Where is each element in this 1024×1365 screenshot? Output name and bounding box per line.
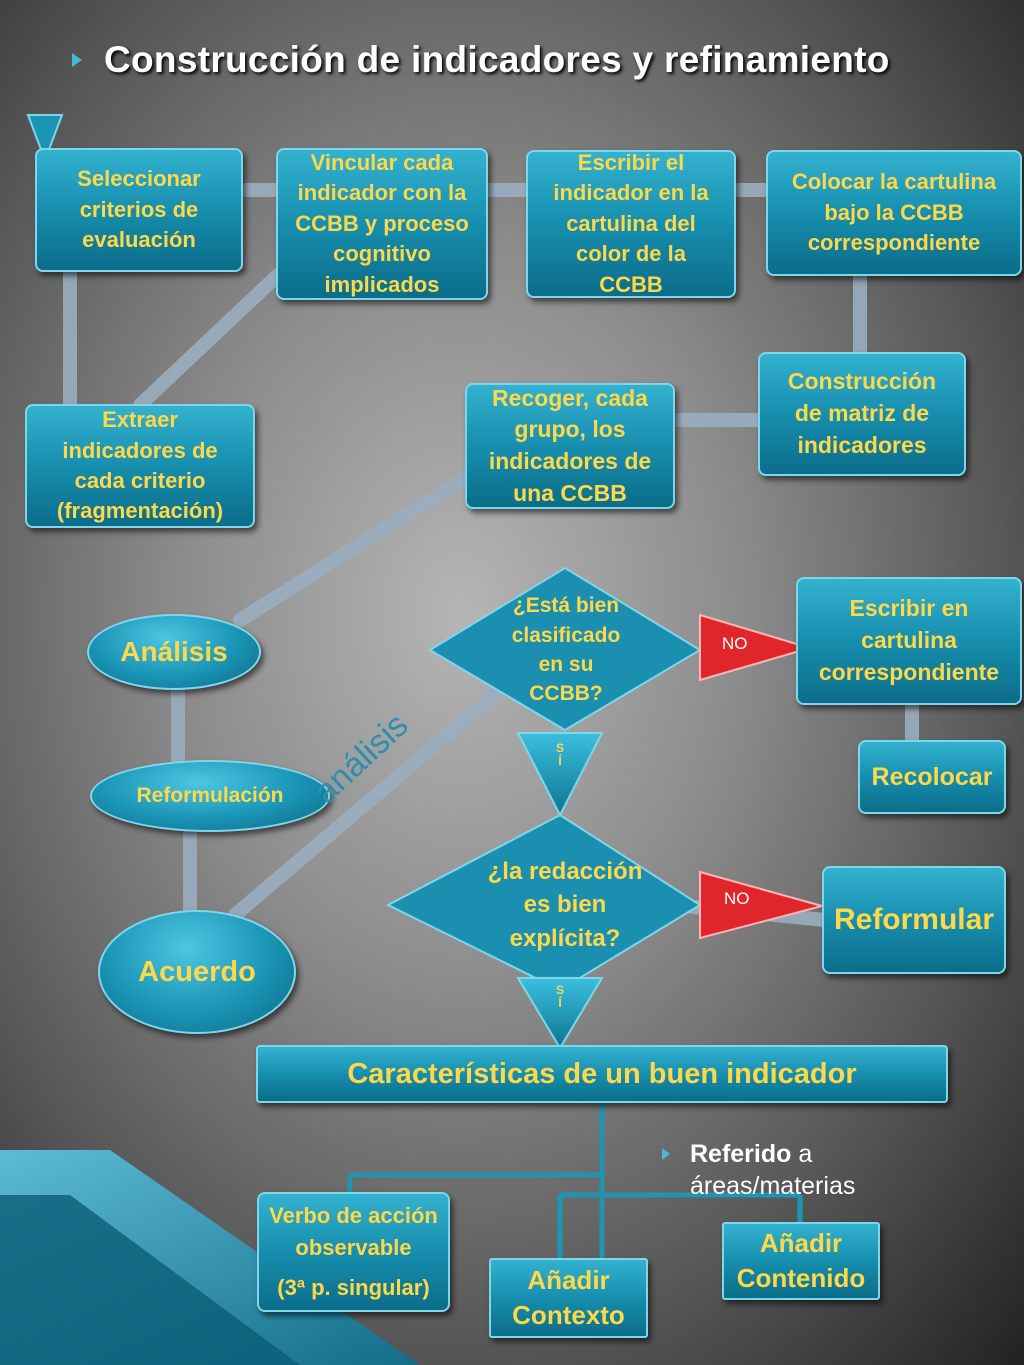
no-label-2: NO [724,889,750,908]
oval-reformulacion-label: Reformulación [136,784,284,807]
box-anadir-contexto: Añadir Contexto [489,1258,648,1338]
top-triangle-marker [26,114,64,163]
box-colocar-cartulina: Colocar la cartulina bajo la CCBB corres… [766,150,1022,276]
box-contexto-label: Añadir Contexto [512,1264,625,1330]
box-escribir-cartulina-label: Escribir en cartulina correspondiente [818,595,1000,685]
tree-connectors [347,1103,803,1258]
box-colocar-label: Colocar la cartulina bajo la CCBB corres… [791,169,997,256]
title-bullet-icon [72,53,82,67]
box-recoger-label: Recoger, cada grupo, los indicadores de … [488,384,652,506]
connector-lines [63,183,919,927]
box-escribir-cartulina: Escribir en cartulina correspondiente [796,577,1022,705]
box-caracteristicas-label: Características de un buen indicador [347,1057,857,1090]
title-row: Construcción de indicadores y refinamien… [72,34,890,86]
oval-acuerdo-label: Acuerdo [138,955,256,988]
box-extraer-label: Extraer indicadores de cada criterio (fr… [56,407,224,524]
box-verbo-accion: Verbo de acción observable (3ª p. singul… [257,1192,450,1312]
box-vincular-indicador: Vincular cada indicador con la CCBB y pr… [276,148,488,300]
decision-q2-text: ¿la redacción es bien explícita? [487,858,643,952]
no-label-1: NO [722,634,748,653]
page-title: Construcción de indicadores y refinamien… [104,39,890,80]
decision-q1-text: ¿Está bien clasificado en su CCBB? [511,594,621,706]
si-label-2: S Í [555,983,564,1011]
bullet-rest-1: a [791,1140,813,1168]
box-reformular: Reformular [822,866,1006,974]
box-recolocar-label: Recolocar [871,762,993,791]
bullet-bold-word: Referido [690,1140,792,1168]
box-seleccionar-criterios: Seleccionar criterios de evaluación [35,148,243,272]
box-contenido-label: Añadir Contenido [736,1227,866,1293]
no-arrow-1 [699,613,814,682]
oval-analisis-label: Análisis [120,636,228,667]
oval-reformulacion: Reformulación [90,760,330,832]
box-recolocar: Recolocar [858,740,1006,814]
si-arrow-2 [516,977,604,1050]
bullet-referido: Referido a áreas/materias [662,1138,855,1202]
box-construccion-matriz: Construcción de matriz de indicadores [758,352,966,476]
corner-decoration-shade [0,1195,300,1365]
bullet-rest-2: áreas/materias [690,1172,856,1200]
oval-acuerdo: Acuerdo [98,910,296,1034]
si-arrow-1 [516,732,604,818]
decision-diamond-classified [428,566,702,732]
bullet-triangle-icon [662,1148,670,1160]
bullet-referido-text: Referido a áreas/materias [690,1138,855,1202]
box-reformular-label: Reformular [833,903,995,937]
box-caracteristicas: Características de un buen indicador [256,1045,948,1103]
box-verbo-label: Verbo de acción observable [269,1203,438,1261]
oval-analisis: Análisis [87,614,261,690]
box-vincular-label: Vincular cada indicador con la CCBB y pr… [295,150,469,297]
box-escribir-label: Escribir el indicador en la cartulina de… [553,150,709,297]
box-construccion-label: Construcción de matriz de indicadores [787,368,937,458]
box-escribir-indicador: Escribir el indicador en la cartulina de… [526,150,736,298]
si-label-1: S Í [555,741,564,769]
box-verbo-persona: (3ª p. singular) [277,1274,430,1300]
box-seleccionar-label: Seleccionar criterios de evaluación [77,166,201,253]
box-recoger-indicadores: Recoger, cada grupo, los indicadores de … [465,383,675,509]
box-extraer-indicadores: Extraer indicadores de cada criterio (fr… [25,404,255,528]
box-anadir-contenido: Añadir Contenido [722,1222,880,1300]
no-arrow-2 [699,870,826,940]
